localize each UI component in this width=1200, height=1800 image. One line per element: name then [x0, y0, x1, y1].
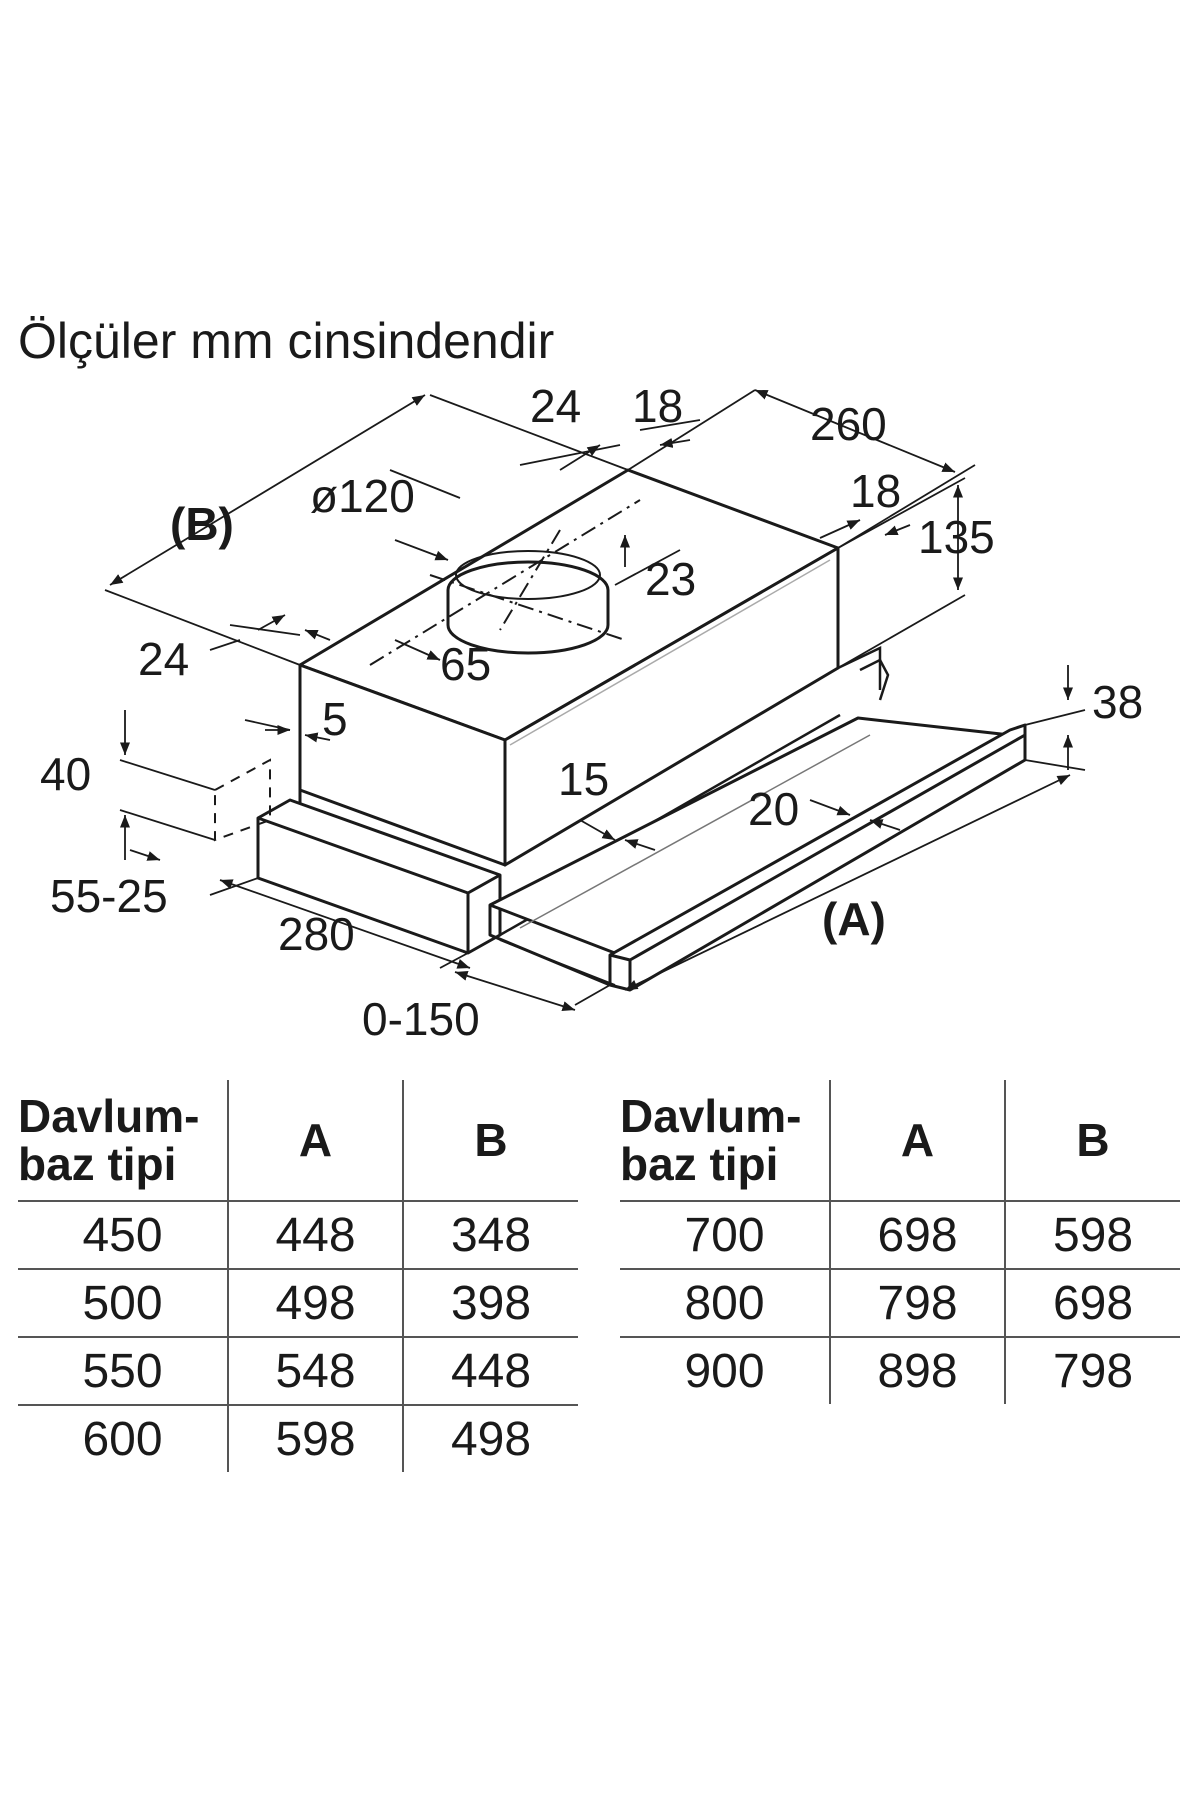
header-hood-type: Davlum- baz tipi: [620, 1080, 830, 1202]
dim-280: 280: [278, 908, 355, 960]
dim-24-left: 24: [138, 633, 189, 685]
size-table-right: Davlum- baz tipi A B 700 698 598 800 798…: [620, 1080, 1180, 1404]
cell-a: 598: [227, 1404, 403, 1472]
header-a: A: [829, 1080, 1005, 1202]
dim-40: 40: [40, 748, 91, 800]
dim-a-label: (A): [822, 893, 886, 945]
table-row: 800 798 698: [620, 1268, 1180, 1337]
dim-38: 38: [1092, 676, 1143, 728]
dim-65: 65: [440, 638, 491, 690]
dimension-labels: (B) 24 18 260 18 135 ø120 23 65 24 5 40 …: [40, 380, 1143, 1045]
duct-collar: [446, 550, 610, 655]
table-row: 500 498 398: [18, 1268, 578, 1337]
table-row: 450 448 348: [18, 1200, 578, 1269]
cell-type: 800: [620, 1268, 830, 1337]
header-a: A: [227, 1080, 403, 1202]
size-table-left: Davlum- baz tipi A B 450 448 348 500 498…: [18, 1080, 578, 1472]
center-lines: [369, 499, 641, 666]
cell-type: 700: [620, 1200, 830, 1269]
table-row: 600 598 498: [18, 1404, 578, 1472]
cell-a: 798: [829, 1268, 1005, 1337]
dim-135: 135: [918, 511, 995, 563]
table-row: 900 898 798: [620, 1336, 1180, 1404]
cabinet-outline: [214, 758, 271, 842]
cell-a: 698: [829, 1200, 1005, 1269]
dim-0-150: 0-150: [362, 993, 480, 1045]
cell-a: 898: [829, 1336, 1005, 1404]
dim-20: 20: [748, 783, 799, 835]
units-caption: Ölçüler mm cinsindendir: [18, 313, 554, 369]
dim-b-label: (B): [170, 498, 234, 550]
cell-b: 698: [1004, 1268, 1180, 1337]
cell-a: 448: [227, 1200, 403, 1269]
dim-15: 15: [558, 753, 609, 805]
table-header-row: Davlum- baz tipi A B: [18, 1080, 578, 1202]
header-b: B: [402, 1080, 578, 1202]
cell-type: 600: [18, 1404, 228, 1472]
cell-b: 598: [1004, 1200, 1180, 1269]
dim-260: 260: [810, 398, 887, 450]
dim-23: 23: [645, 553, 696, 605]
cell-a: 498: [227, 1268, 403, 1337]
cell-type: 900: [620, 1336, 830, 1404]
dim-24-top: 24: [530, 380, 581, 432]
table-row: 550 548 448: [18, 1336, 578, 1405]
cell-b: 498: [402, 1404, 578, 1472]
cell-type: 450: [18, 1200, 228, 1269]
dim-18-top: 18: [632, 380, 683, 432]
cell-b: 448: [402, 1336, 578, 1405]
header-b: B: [1004, 1080, 1180, 1202]
table-header-row: Davlum- baz tipi A B: [620, 1080, 1180, 1202]
cell-type: 550: [18, 1336, 228, 1405]
cell-b: 798: [1004, 1336, 1180, 1404]
dim-55-25: 55-25: [50, 870, 168, 922]
dim-o120: ø120: [310, 470, 415, 522]
header-hood-type: Davlum- baz tipi: [18, 1080, 228, 1202]
dimension-lines: [104, 389, 1086, 1012]
cell-a: 548: [227, 1336, 403, 1405]
dim-18-right: 18: [850, 465, 901, 517]
cell-type: 500: [18, 1268, 228, 1337]
cell-b: 348: [402, 1200, 578, 1269]
dim-5: 5: [322, 693, 348, 745]
table-row: 700 698 598: [620, 1200, 1180, 1269]
cell-b: 398: [402, 1268, 578, 1337]
